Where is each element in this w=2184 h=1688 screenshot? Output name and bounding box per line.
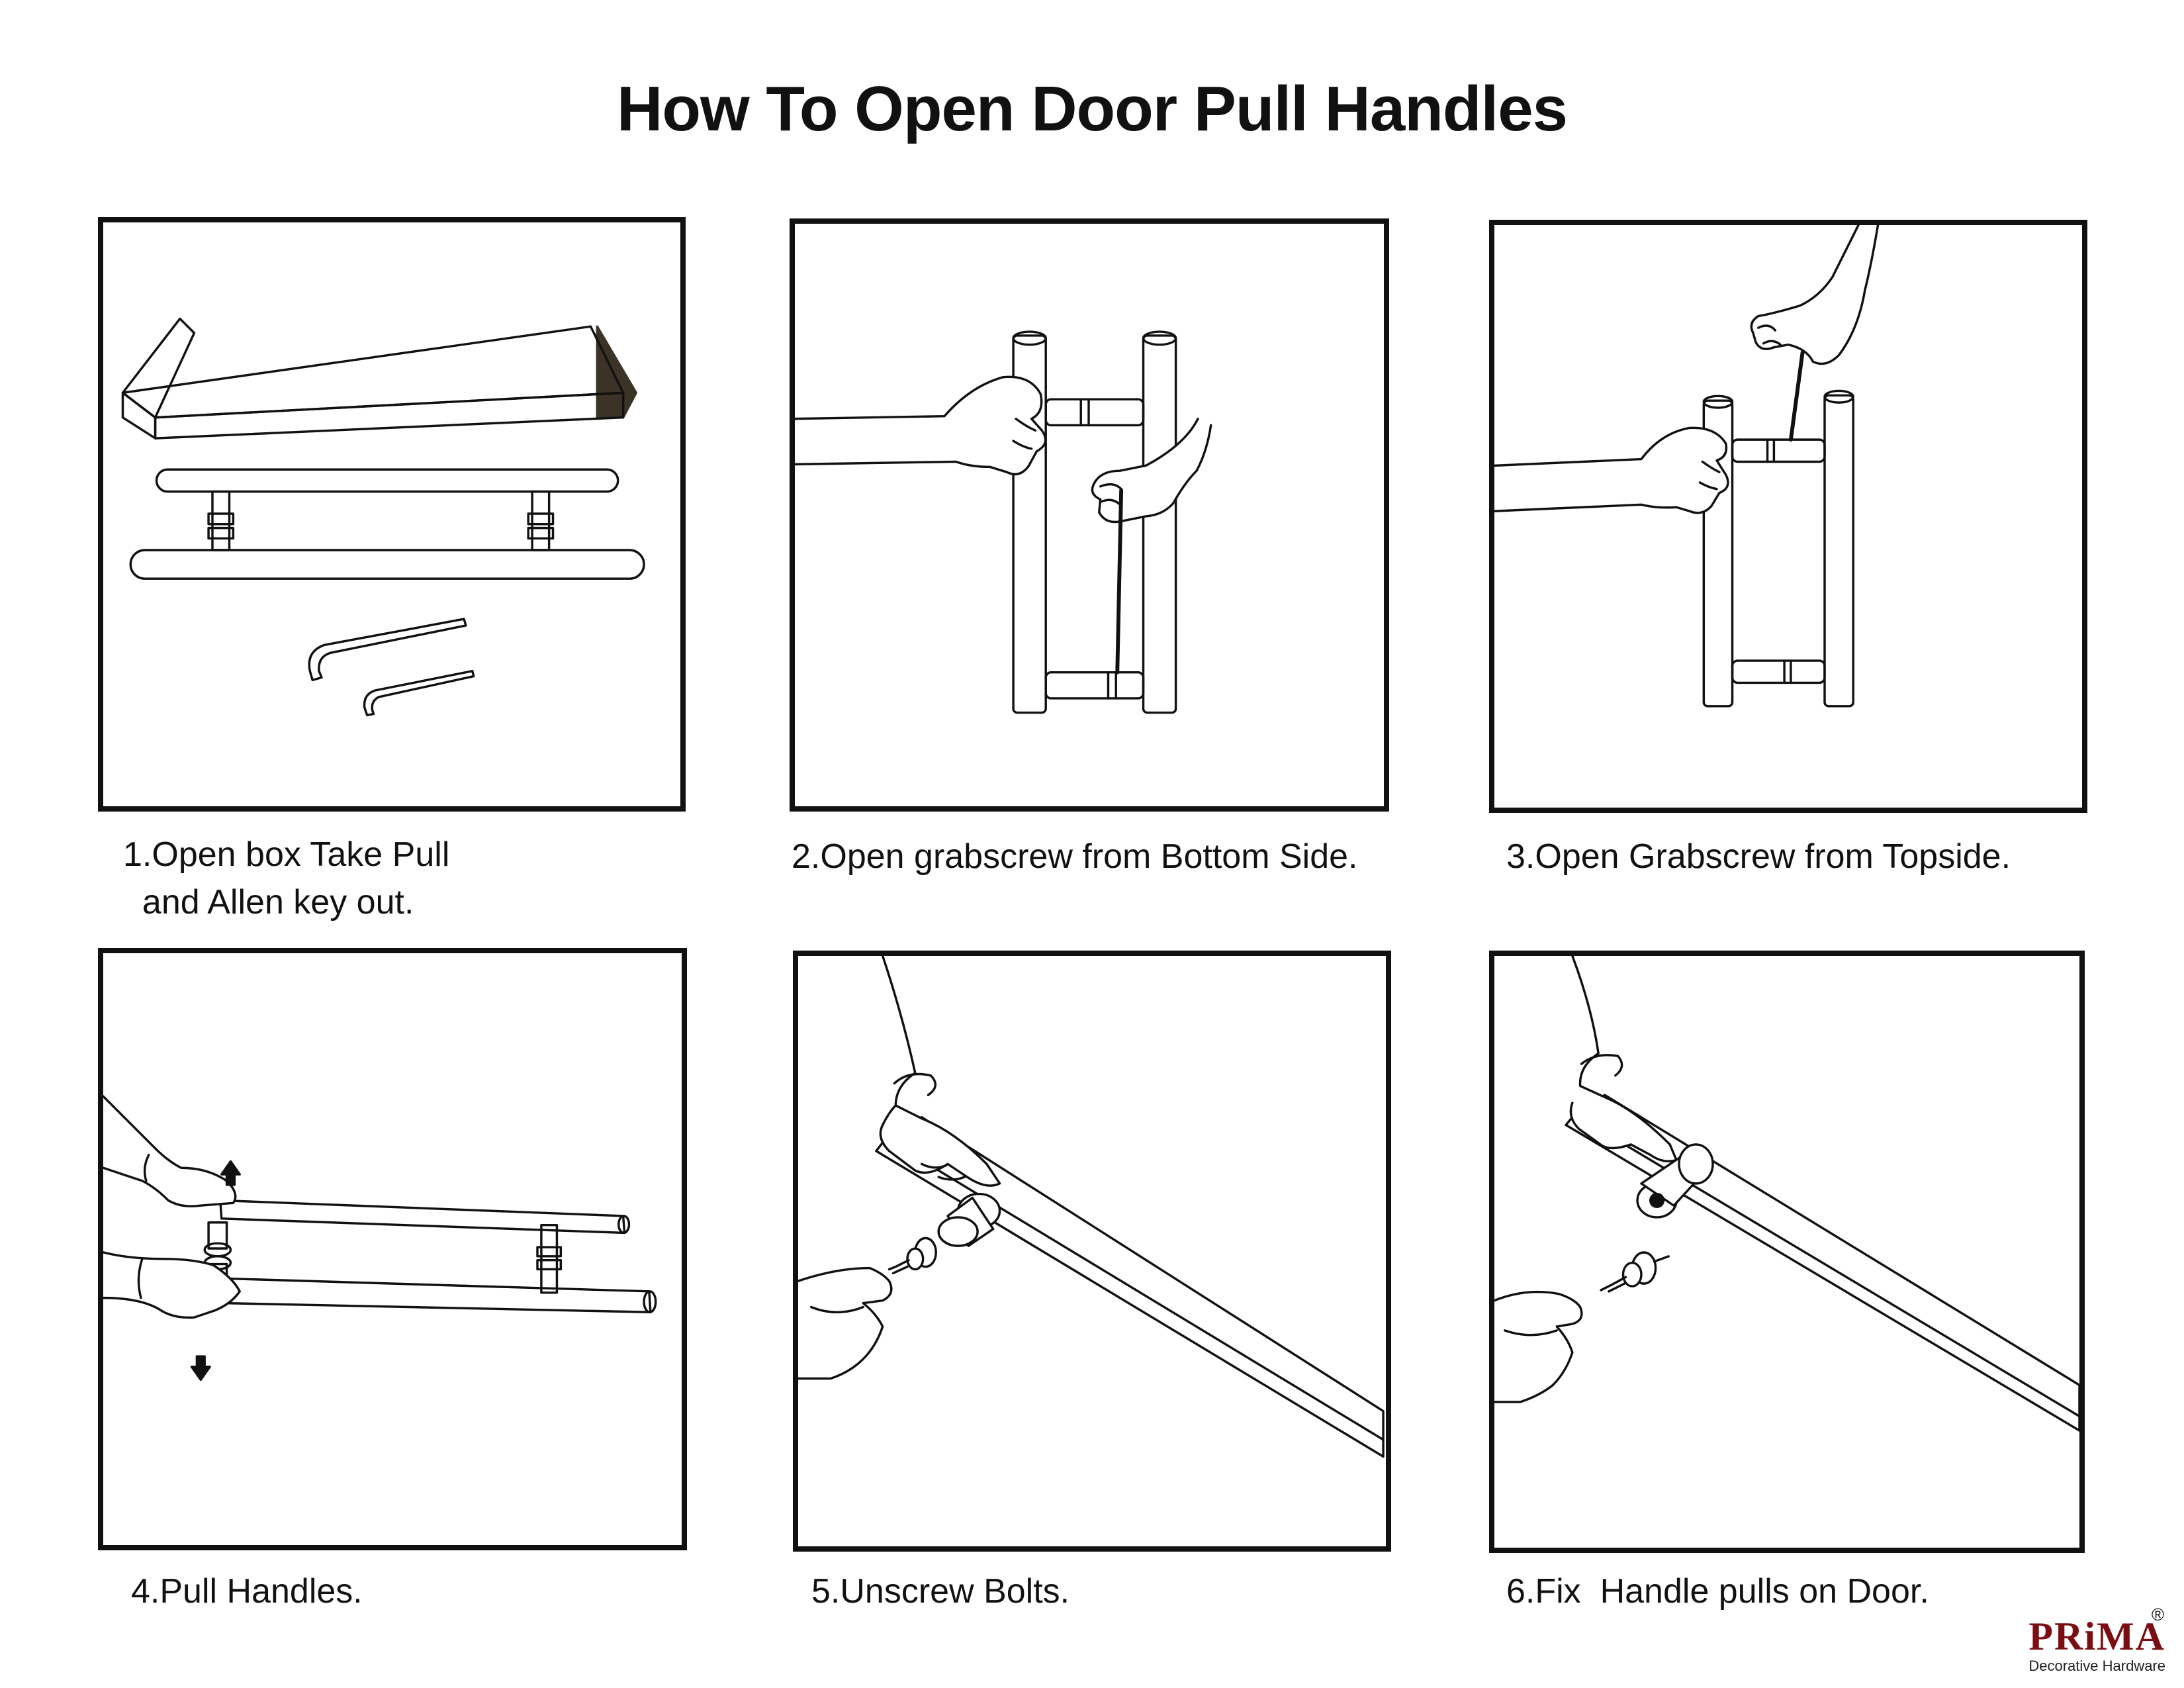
right-hand-allen — [1750, 225, 1880, 365]
step-6-drawing — [1494, 956, 2079, 1432]
handle-upper-bar — [219, 1199, 626, 1235]
box-shadow — [596, 325, 637, 419]
step-3-caption: 3.Open Grabscrew from Topside. — [1506, 837, 2011, 876]
bolt-thread — [887, 1259, 910, 1275]
box-side — [154, 391, 625, 440]
standoff-top — [1044, 398, 1145, 427]
step-4-drawing — [103, 1095, 657, 1382]
pull-bar-left — [1012, 334, 1047, 714]
hand-fixing — [1494, 1290, 1583, 1403]
page-title: How To Open Door Pull Handles — [617, 73, 1568, 144]
step-6-illustration — [1489, 951, 2085, 1553]
step-2-illustration — [790, 218, 1389, 812]
box-end — [121, 391, 157, 440]
step-1-drawing — [121, 317, 645, 717]
standoff-bottom — [1731, 659, 1826, 684]
left-hand-holding — [1494, 426, 1729, 514]
handle-upper-bar — [155, 468, 619, 493]
sleeve-cuff — [1580, 1054, 1623, 1077]
allen-key-top — [1788, 350, 1805, 442]
logo-brand: PRiMA — [2028, 1615, 2165, 1658]
arrow-up-icon — [220, 1160, 241, 1186]
allen-key-large — [308, 618, 467, 682]
bolt-thread — [1600, 1255, 1670, 1293]
upper-hand — [103, 1095, 237, 1207]
step-4-illustration — [98, 948, 687, 1550]
step-5-caption: 5.Unscrew Bolts. — [811, 1572, 1070, 1611]
handle-lower-bar — [219, 1277, 652, 1313]
allen-key-small — [363, 669, 475, 717]
registered-mark: ® — [2151, 1605, 2164, 1624]
allen-key-bottom — [1115, 488, 1124, 675]
handle-post-left — [211, 490, 231, 551]
step-5-drawing — [798, 956, 1385, 1458]
step-6-caption: 6.Fix Handle pulls on Door. — [1506, 1572, 1929, 1611]
step-4-caption: 4.Pull Handles. — [131, 1572, 363, 1611]
pull-bar-left — [1702, 399, 1734, 708]
step-5-illustration — [793, 951, 1391, 1552]
sleeve-cuff — [893, 1072, 936, 1096]
standoff-bottom — [1044, 671, 1145, 700]
box-lid — [121, 325, 625, 419]
box-flap — [121, 317, 196, 419]
hand-holding-bar — [1569, 956, 1678, 1162]
left-hand-holding — [795, 375, 1047, 476]
standoff-top — [1731, 438, 1826, 463]
lower-hand — [103, 1251, 241, 1319]
right-hand-allen — [1091, 417, 1212, 524]
step-3-drawing — [1494, 225, 1880, 708]
step-2-caption: 2.Open grabscrew from Bottom Side. — [792, 837, 1358, 876]
handle-lower-bar — [129, 549, 645, 580]
step-3-illustration — [1489, 220, 2087, 813]
logo-tagline: Decorative Hardware — [2028, 1658, 2165, 1674]
step-1-caption: 1.Open box Take Pull and Allen key out. — [123, 835, 450, 921]
handle-post-right — [540, 1223, 559, 1294]
hand-unscrewing — [798, 1266, 893, 1380]
pull-bar-right — [1142, 334, 1177, 714]
step-2-drawing — [795, 330, 1212, 714]
hand-holding-bar — [879, 956, 1001, 1187]
brand-logo: PRiMA ® Decorative Hardware — [2007, 1605, 2165, 1675]
standoff-top-part — [207, 1221, 228, 1250]
pull-bar-right — [1823, 394, 1854, 708]
step-1-illustration — [98, 217, 686, 812]
handle-post-right — [531, 490, 551, 551]
arrow-down-icon — [190, 1355, 211, 1382]
